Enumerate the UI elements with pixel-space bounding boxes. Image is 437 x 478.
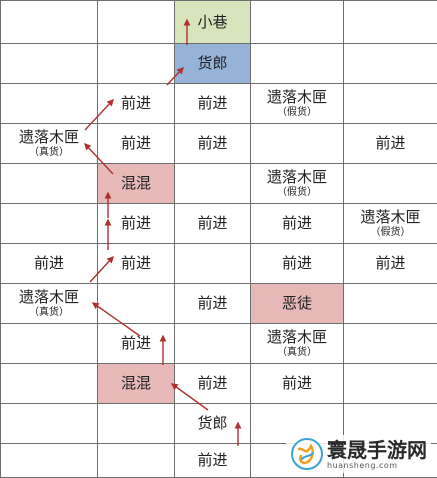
cell-label: 前进 xyxy=(281,374,312,392)
cell-label: 遗落木匣 xyxy=(360,208,421,226)
empty-cell xyxy=(250,0,344,44)
grid-cell: 前进 xyxy=(250,203,344,244)
watermark-url: huansheng.com xyxy=(327,460,398,470)
empty-cell xyxy=(0,43,98,84)
empty-cell xyxy=(174,243,251,284)
cell-label: 前进 xyxy=(197,294,228,312)
empty-cell xyxy=(0,403,98,444)
grid-cell: 遗落木匣（真货） xyxy=(0,283,98,324)
grid-cell: 前进 xyxy=(174,283,251,324)
grid-cell: 货郎 xyxy=(174,43,251,84)
cell-note: （真货） xyxy=(277,347,317,358)
cell-label: 前进 xyxy=(33,254,64,272)
empty-cell xyxy=(343,283,437,324)
cell-label: 小巷 xyxy=(197,12,228,31)
grid-cell: 前进 xyxy=(97,83,175,124)
grid-cell: 遗落木匣（真货） xyxy=(0,123,98,164)
cell-label: 前进 xyxy=(120,134,151,152)
grid-cell: 前进 xyxy=(174,203,251,244)
empty-cell xyxy=(0,0,98,44)
cell-label: 前进 xyxy=(197,214,228,232)
empty-cell xyxy=(97,403,175,444)
empty-cell xyxy=(343,163,437,204)
cell-label: 前进 xyxy=(120,334,151,352)
cell-label: 混混 xyxy=(120,374,151,392)
empty-cell xyxy=(343,323,437,364)
cell-label: 前进 xyxy=(281,214,312,232)
cell-label: 前进 xyxy=(197,94,228,112)
empty-cell xyxy=(0,83,98,124)
empty-cell xyxy=(0,363,98,404)
grid-cell: 遗落木匣（假货） xyxy=(250,163,344,204)
empty-cell xyxy=(250,123,344,164)
watermark-text: 寰晟手游网 xyxy=(327,437,427,462)
cell-label: 前进 xyxy=(197,134,228,152)
empty-cell xyxy=(0,443,98,478)
empty-cell xyxy=(97,443,175,478)
grid-cell: 前进 xyxy=(174,363,251,404)
grid-cell: 恶徒 xyxy=(250,283,344,324)
grid-cell: 前进 xyxy=(97,323,175,364)
grid-cell: 混混 xyxy=(97,363,175,404)
cell-label: 货郎 xyxy=(197,414,228,432)
empty-cell xyxy=(174,323,251,364)
grid-cell: 货郎 xyxy=(174,403,251,444)
empty-cell xyxy=(97,0,175,44)
empty-cell xyxy=(343,0,437,44)
cell-label: 遗落木匣 xyxy=(266,88,327,106)
cell-label: 前进 xyxy=(120,214,151,232)
cell-label: 前进 xyxy=(375,134,406,152)
empty-cell xyxy=(97,43,175,84)
empty-cell xyxy=(250,43,344,84)
empty-cell xyxy=(174,163,251,204)
cell-note: （假货） xyxy=(370,227,411,238)
empty-cell xyxy=(0,203,98,244)
grid-cell: 前进 xyxy=(174,83,251,124)
grid-cell: 前进 xyxy=(343,123,437,164)
grid-cell: 遗落木匣（假货） xyxy=(250,83,344,124)
cell-label: 前进 xyxy=(281,254,312,272)
grid-cell: 前进 xyxy=(250,243,344,284)
grid-cell: 前进 xyxy=(174,443,251,478)
cell-label: 前进 xyxy=(197,451,228,469)
empty-cell xyxy=(343,43,437,84)
cell-label: 遗落木匣 xyxy=(18,128,79,146)
grid-cell: 前进 xyxy=(97,203,175,244)
cell-note: （假货） xyxy=(277,107,317,118)
grid-cell: 前进 xyxy=(0,243,98,284)
grid-cell: 前进 xyxy=(174,123,251,164)
cell-label: 遗落木匣 xyxy=(266,328,327,346)
cell-note: （假货） xyxy=(277,187,317,198)
cell-note: （真货） xyxy=(29,147,69,158)
cell-label: 前进 xyxy=(375,254,406,272)
cell-label: 恶徒 xyxy=(281,294,312,312)
grid-cell: 前进 xyxy=(97,243,175,284)
empty-cell xyxy=(343,363,437,404)
grid-cell: 遗落木匣（假货） xyxy=(343,203,437,244)
grid-cell: 前进 xyxy=(343,243,437,284)
grid-cell: 小巷 xyxy=(174,0,251,44)
grid-cell: 前进 xyxy=(97,123,175,164)
watermark-logo-icon xyxy=(291,438,323,470)
watermark: 寰晟手游网 huansheng.com xyxy=(286,435,431,473)
cell-label: 前进 xyxy=(120,254,151,272)
cell-label: 遗落木匣 xyxy=(18,288,79,306)
cell-label: 货郎 xyxy=(197,54,228,72)
cell-label: 混混 xyxy=(120,174,151,192)
empty-cell xyxy=(0,163,98,204)
cell-label: 前进 xyxy=(197,374,228,392)
empty-cell xyxy=(0,323,98,364)
empty-cell xyxy=(343,83,437,124)
cell-note: （真货） xyxy=(29,307,69,318)
cell-label: 前进 xyxy=(120,94,151,112)
grid-cell: 前进 xyxy=(250,363,344,404)
empty-cell xyxy=(97,283,175,324)
grid-cell: 混混 xyxy=(97,163,175,204)
grid-cell: 遗落木匣（真货） xyxy=(250,323,344,364)
cell-label: 遗落木匣 xyxy=(266,168,327,186)
